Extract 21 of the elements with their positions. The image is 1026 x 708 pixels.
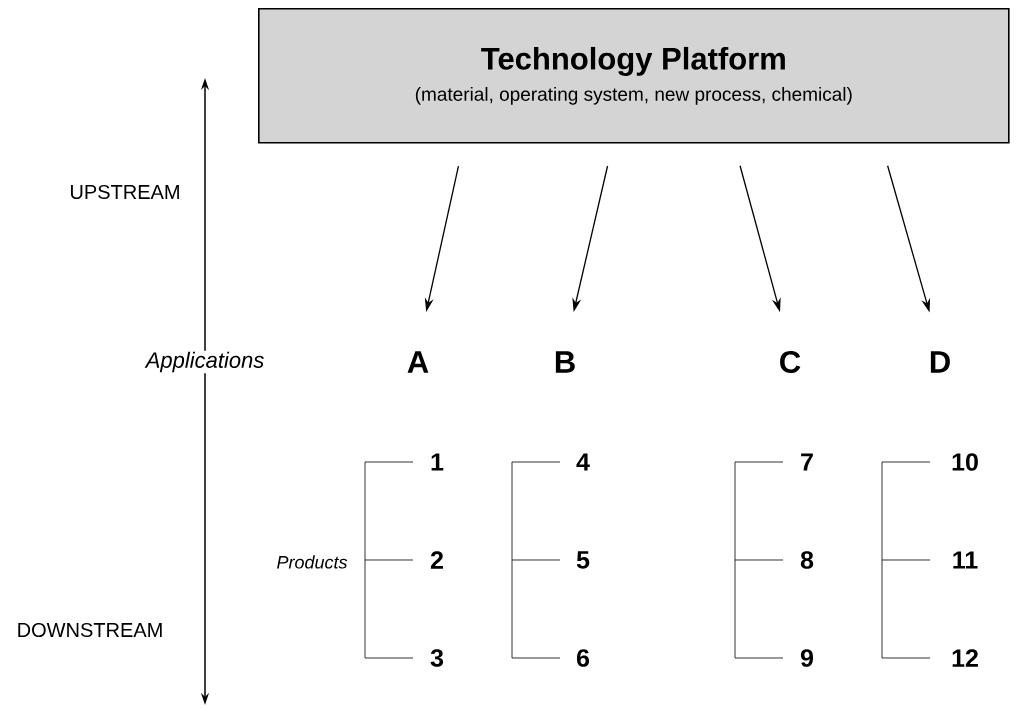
product-number: 6 [576, 649, 590, 667]
text-label: DOWNSTREAM [18, 622, 162, 638]
product-number: 4 [576, 453, 590, 471]
platform-box: Technology Platform (material, operating system, new process, chemical) [258, 8, 1010, 144]
product-number: 1 [431, 453, 444, 471]
bracket-label: Products [277, 555, 348, 569]
product-number: 12 [952, 649, 978, 667]
product-number: 2 [430, 551, 443, 569]
product-number: 11 [953, 551, 978, 569]
application-letter: C [780, 351, 801, 373]
product-number: 8 [800, 551, 814, 569]
application-letter: A [407, 351, 429, 373]
application-letter: B [555, 351, 575, 373]
product-number: 5 [576, 551, 590, 569]
product-number: 10 [952, 453, 978, 471]
product-number: 7 [801, 453, 813, 471]
product-number: 9 [800, 649, 813, 667]
product-number: 3 [430, 649, 444, 667]
text-label: UPSTREAM [71, 184, 179, 200]
application-letter: D [930, 351, 950, 373]
axis-label: Applications [144, 350, 266, 374]
